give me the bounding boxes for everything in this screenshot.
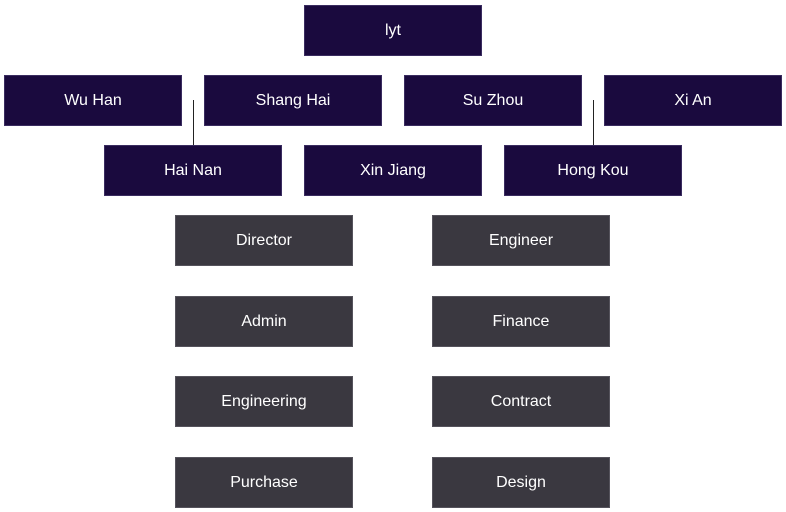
department-node-admin[interactable]: Admin xyxy=(175,296,353,347)
subregion-node-hong-kou[interactable]: Hong Kou xyxy=(504,145,682,196)
department-node-label: Contract xyxy=(490,392,552,410)
department-node-design[interactable]: Design xyxy=(432,457,610,508)
subregion-node-hai-nan[interactable]: Hai Nan xyxy=(104,145,282,196)
department-node-label: Engineer xyxy=(488,231,554,249)
department-node-engineering[interactable]: Engineering xyxy=(175,376,353,427)
subregion-node-label: Xin Jiang xyxy=(360,161,426,179)
region-node-shang-hai[interactable]: Shang Hai xyxy=(204,75,382,126)
department-node-label: Engineering xyxy=(221,392,307,410)
department-node-label: Design xyxy=(496,473,546,491)
region-node-label: Shang Hai xyxy=(255,91,331,109)
region-node-label: Wu Han xyxy=(64,91,122,109)
department-node-director[interactable]: Director xyxy=(175,215,353,266)
region-node-su-zhou[interactable]: Su Zhou xyxy=(404,75,582,126)
subregion-node-label: Hai Nan xyxy=(164,161,222,179)
department-node-purchase[interactable]: Purchase xyxy=(175,457,353,508)
department-node-label: Finance xyxy=(492,312,550,330)
region-node-label: Xi An xyxy=(674,91,712,109)
region-node-xi-an[interactable]: Xi An xyxy=(604,75,782,126)
connector-suzhou-hongkou xyxy=(593,100,594,146)
root-node[interactable]: lyt xyxy=(304,5,482,56)
department-node-engineer[interactable]: Engineer xyxy=(432,215,610,266)
department-node-label: Director xyxy=(235,231,292,249)
region-node-wu-han[interactable]: Wu Han xyxy=(4,75,182,126)
department-node-contract[interactable]: Contract xyxy=(432,376,610,427)
root-node-label: lyt xyxy=(385,21,401,39)
subregion-node-xin-jiang[interactable]: Xin Jiang xyxy=(304,145,482,196)
department-node-finance[interactable]: Finance xyxy=(432,296,610,347)
subregion-node-label: Hong Kou xyxy=(557,161,629,179)
department-node-label: Admin xyxy=(241,312,287,330)
department-node-label: Purchase xyxy=(230,473,298,491)
connector-wuhan-hainan xyxy=(193,100,194,146)
region-node-label: Su Zhou xyxy=(462,91,524,109)
